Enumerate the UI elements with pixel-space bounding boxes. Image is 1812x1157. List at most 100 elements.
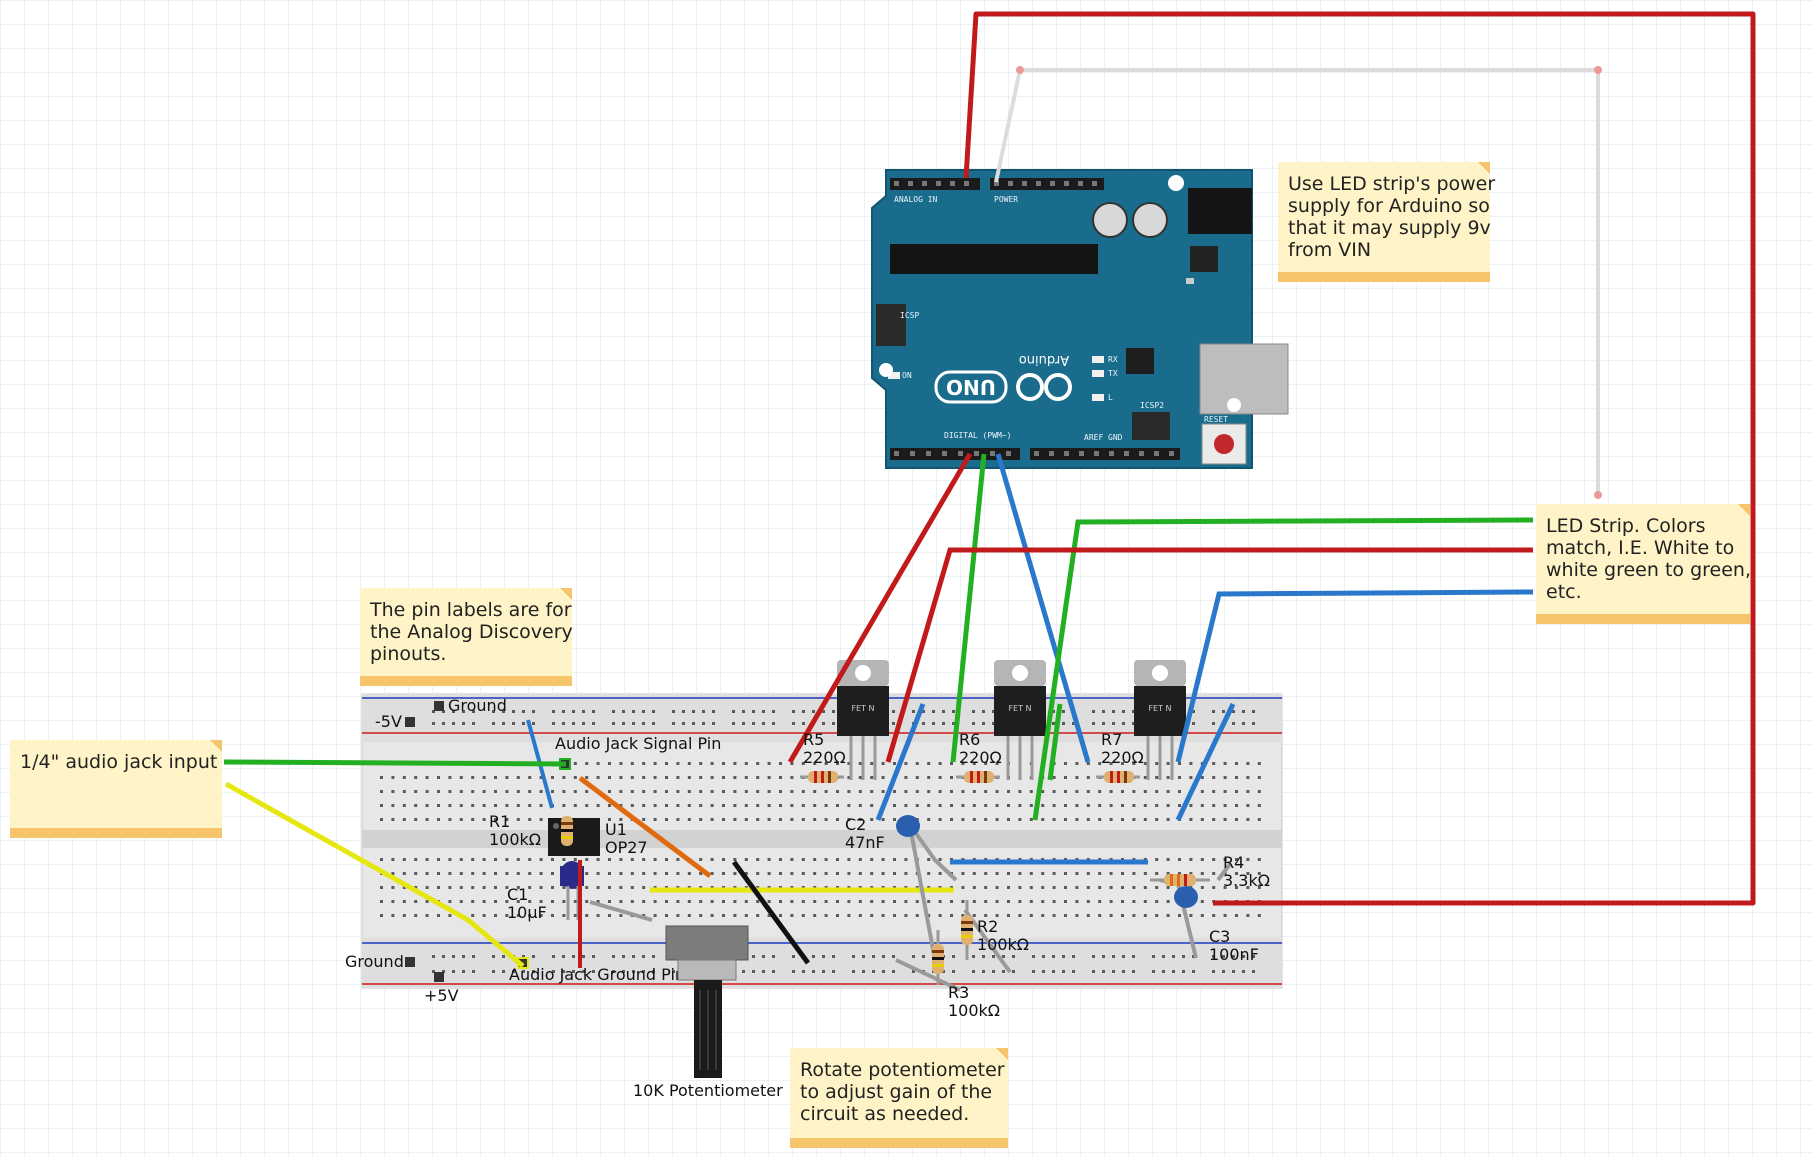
svg-text:AREF: AREF <box>1084 433 1103 442</box>
breadboard-hole <box>1155 914 1159 917</box>
breadboard-hole <box>562 955 565 958</box>
breadboard-hole <box>1166 804 1170 807</box>
r7-name: R7 <box>1101 730 1122 749</box>
breadboard-hole <box>767 762 771 765</box>
breadboard-hole <box>1132 804 1136 807</box>
breadboard-hole <box>1072 722 1075 725</box>
breadboard-hole <box>516 872 520 875</box>
breadboard-hole <box>858 790 862 793</box>
breadboard-hole <box>870 818 874 821</box>
breadboard-hole <box>1122 710 1125 713</box>
breadboard-hole <box>756 914 760 917</box>
breadboard-hole <box>1246 886 1250 889</box>
breadboard-hole <box>1075 804 1079 807</box>
breadboard-hole <box>1252 955 1255 958</box>
mosfet-3: FET N <box>1134 660 1186 780</box>
breadboard-hole <box>608 762 611 765</box>
breadboard-hole <box>622 710 625 713</box>
breadboard-hole <box>1122 970 1125 973</box>
breadboard-hole <box>608 818 611 821</box>
breadboard-hole <box>391 818 395 821</box>
breadboard-hole <box>582 955 585 958</box>
breadboard-hole <box>442 710 445 713</box>
breadboard-hole <box>528 790 532 793</box>
breadboard-hole <box>710 790 714 793</box>
breadboard-hole <box>505 900 509 903</box>
breadboard-hole <box>642 970 645 973</box>
breadboard-hole <box>836 900 839 903</box>
breadboard-hole <box>824 790 828 793</box>
breadboard <box>361 693 1283 989</box>
breadboard-hole <box>528 886 532 889</box>
wire-black <box>731 860 811 965</box>
breadboard-hole <box>482 872 486 875</box>
breadboard-hole <box>972 790 976 793</box>
breadboard-hole <box>1223 858 1227 861</box>
note-pin-labels: The pin labels are for the Analog Discov… <box>360 588 573 686</box>
breadboard-hole <box>642 858 646 861</box>
breadboard-hole <box>516 776 520 779</box>
breadboard-hole <box>790 900 794 903</box>
breadboard-hole <box>482 858 486 861</box>
breadboard-hole <box>744 776 748 779</box>
arduino-header-pins <box>894 181 1174 456</box>
arduino-uno-board: UNO Arduino ANALOG IN POWER DIGITAL (PWM… <box>871 169 1289 469</box>
breadboard-hole <box>642 722 645 725</box>
breadboard-hole <box>1064 818 1067 821</box>
breadboard-hole <box>733 900 737 903</box>
breadboard-hole <box>1132 790 1136 793</box>
breadboard-hole <box>1098 900 1102 903</box>
breadboard-hole <box>682 722 685 725</box>
c2-value: 47nF <box>845 833 885 852</box>
breadboard-hole <box>1052 900 1056 903</box>
breadboard-hole <box>1182 955 1185 958</box>
breadboard-hole <box>1257 804 1261 807</box>
breadboard-hole <box>870 872 874 875</box>
audio-signal-label: Audio Jack Signal Pin <box>555 734 721 753</box>
breadboard-hole <box>984 900 988 903</box>
breadboard-hole <box>836 872 839 875</box>
breadboard-hole <box>824 914 828 917</box>
c1-value: 10µF <box>507 903 547 922</box>
breadboard-hole <box>573 914 577 917</box>
capacitor-c3 <box>1174 886 1198 908</box>
breadboard-hole <box>881 790 885 793</box>
breadboard-hole <box>1192 722 1195 725</box>
breadboard-hole <box>972 886 976 889</box>
breadboard-hole <box>836 858 839 861</box>
breadboard-hole <box>1235 858 1238 861</box>
breadboard-hole <box>532 955 535 958</box>
note-audio-input: 1/4" audio jack input <box>10 740 222 838</box>
breadboard-hole <box>742 970 745 973</box>
breadboard-hole <box>904 872 908 875</box>
breadboard-hole <box>722 914 725 917</box>
breadboard-hole <box>847 900 851 903</box>
wire-blue-d7 <box>995 453 1091 763</box>
wire-red-power <box>963 11 1756 906</box>
breadboard-hole <box>502 722 505 725</box>
breadboard-hole <box>528 914 532 917</box>
breadboard-hole <box>744 818 748 821</box>
breadboard-hole <box>482 914 486 917</box>
breadboard-hole <box>1155 818 1159 821</box>
breadboard-hole <box>472 722 475 725</box>
header-pin <box>990 451 995 456</box>
breadboard-hole <box>380 790 383 793</box>
mosfet-2: FET N <box>994 660 1046 780</box>
breadboard-hole <box>938 818 942 821</box>
breadboard-hole <box>1086 900 1090 903</box>
capacitor-1 <box>1092 202 1128 238</box>
breadboard-hole <box>762 710 765 713</box>
breadboard-hole <box>915 914 919 917</box>
breadboard-hole <box>912 710 915 713</box>
breadboard-hole <box>482 804 486 807</box>
breadboard-hole <box>471 900 475 903</box>
breadboard-hole <box>1029 900 1033 903</box>
breadboard-hole <box>832 955 835 958</box>
breadboard-hole <box>779 804 782 807</box>
breadboard-hole <box>772 722 775 725</box>
breadboard-hole <box>1109 872 1113 875</box>
breadboard-hole <box>767 914 771 917</box>
breadboard-hole <box>1064 790 1067 793</box>
breadboard-hole <box>414 790 418 793</box>
